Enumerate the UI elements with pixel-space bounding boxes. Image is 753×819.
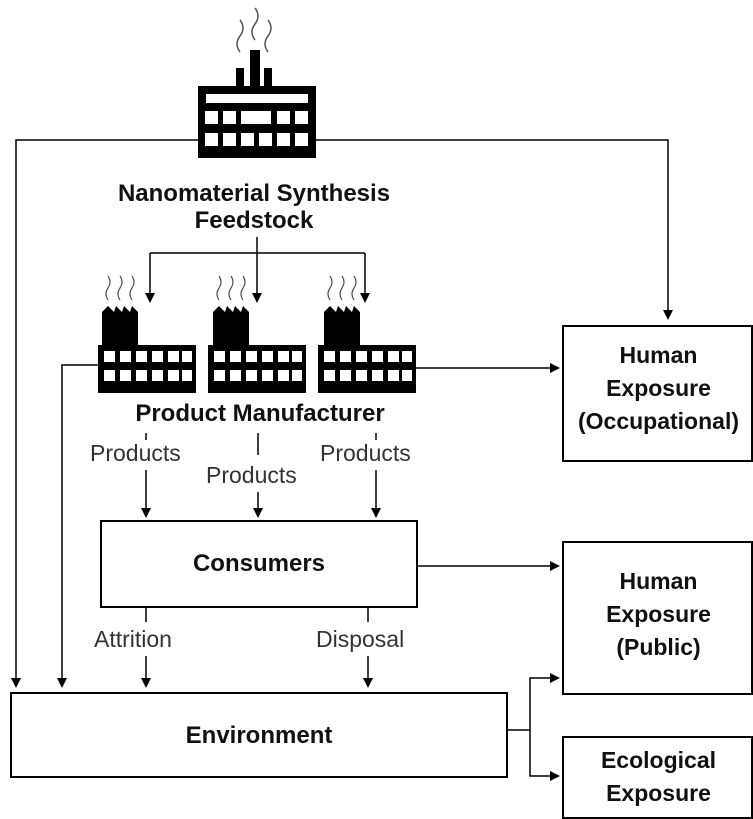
ecological-exposure-box: Ecological Exposure (562, 736, 753, 819)
public-exposure-label: Human Exposure (Public) (564, 565, 753, 664)
ecological-line2: Exposure (606, 780, 711, 806)
consumers-box: Consumers (100, 520, 418, 608)
consumers-label: Consumers (192, 550, 326, 577)
manufacturer-factory-icon (318, 275, 416, 393)
arrow-synthesis-to-environment (11, 139, 198, 688)
products-label-left: Products (90, 440, 181, 466)
manufacturer-factory-icon (208, 275, 306, 393)
public-line3: (Public) (616, 634, 701, 660)
manufacturer-label: Product Manufacturer (135, 400, 385, 427)
public-line2: Exposure (606, 601, 711, 627)
environment-box: Environment (10, 692, 508, 778)
manufacturer-factory-icon (98, 275, 196, 393)
attrition-label: Attrition (94, 626, 172, 652)
ecological-exposure-label: Ecological Exposure (564, 744, 753, 810)
arrow-synthesis-to-occupational (316, 139, 673, 320)
arrow-manufacturer-to-environment (57, 364, 98, 688)
products-label-right: Products (320, 440, 411, 466)
disposal-label: Disposal (316, 626, 405, 652)
synthesis-label: Nanomaterial Synthesis Feedstock (96, 180, 412, 234)
products-label-middle: Products (206, 462, 297, 488)
occupational-exposure-box: Human Exposure (Occupational) (562, 325, 753, 462)
synthesis-factory-icon (198, 7, 316, 158)
public-exposure-box: Human Exposure (Public) (562, 541, 753, 695)
public-line1: Human (619, 568, 698, 594)
synthesis-label-line1: Nanomaterial Synthesis (117, 180, 391, 207)
occupational-line2: Exposure (606, 375, 711, 401)
occupational-line3: (Occupational) (577, 408, 739, 434)
environment-label: Environment (185, 722, 333, 749)
synthesis-label-line2: Feedstock (194, 207, 314, 234)
occupational-line1: Human (619, 342, 698, 368)
ecological-line1: Ecological (600, 747, 717, 773)
occupational-exposure-label: Human Exposure (Occupational) (564, 339, 753, 438)
